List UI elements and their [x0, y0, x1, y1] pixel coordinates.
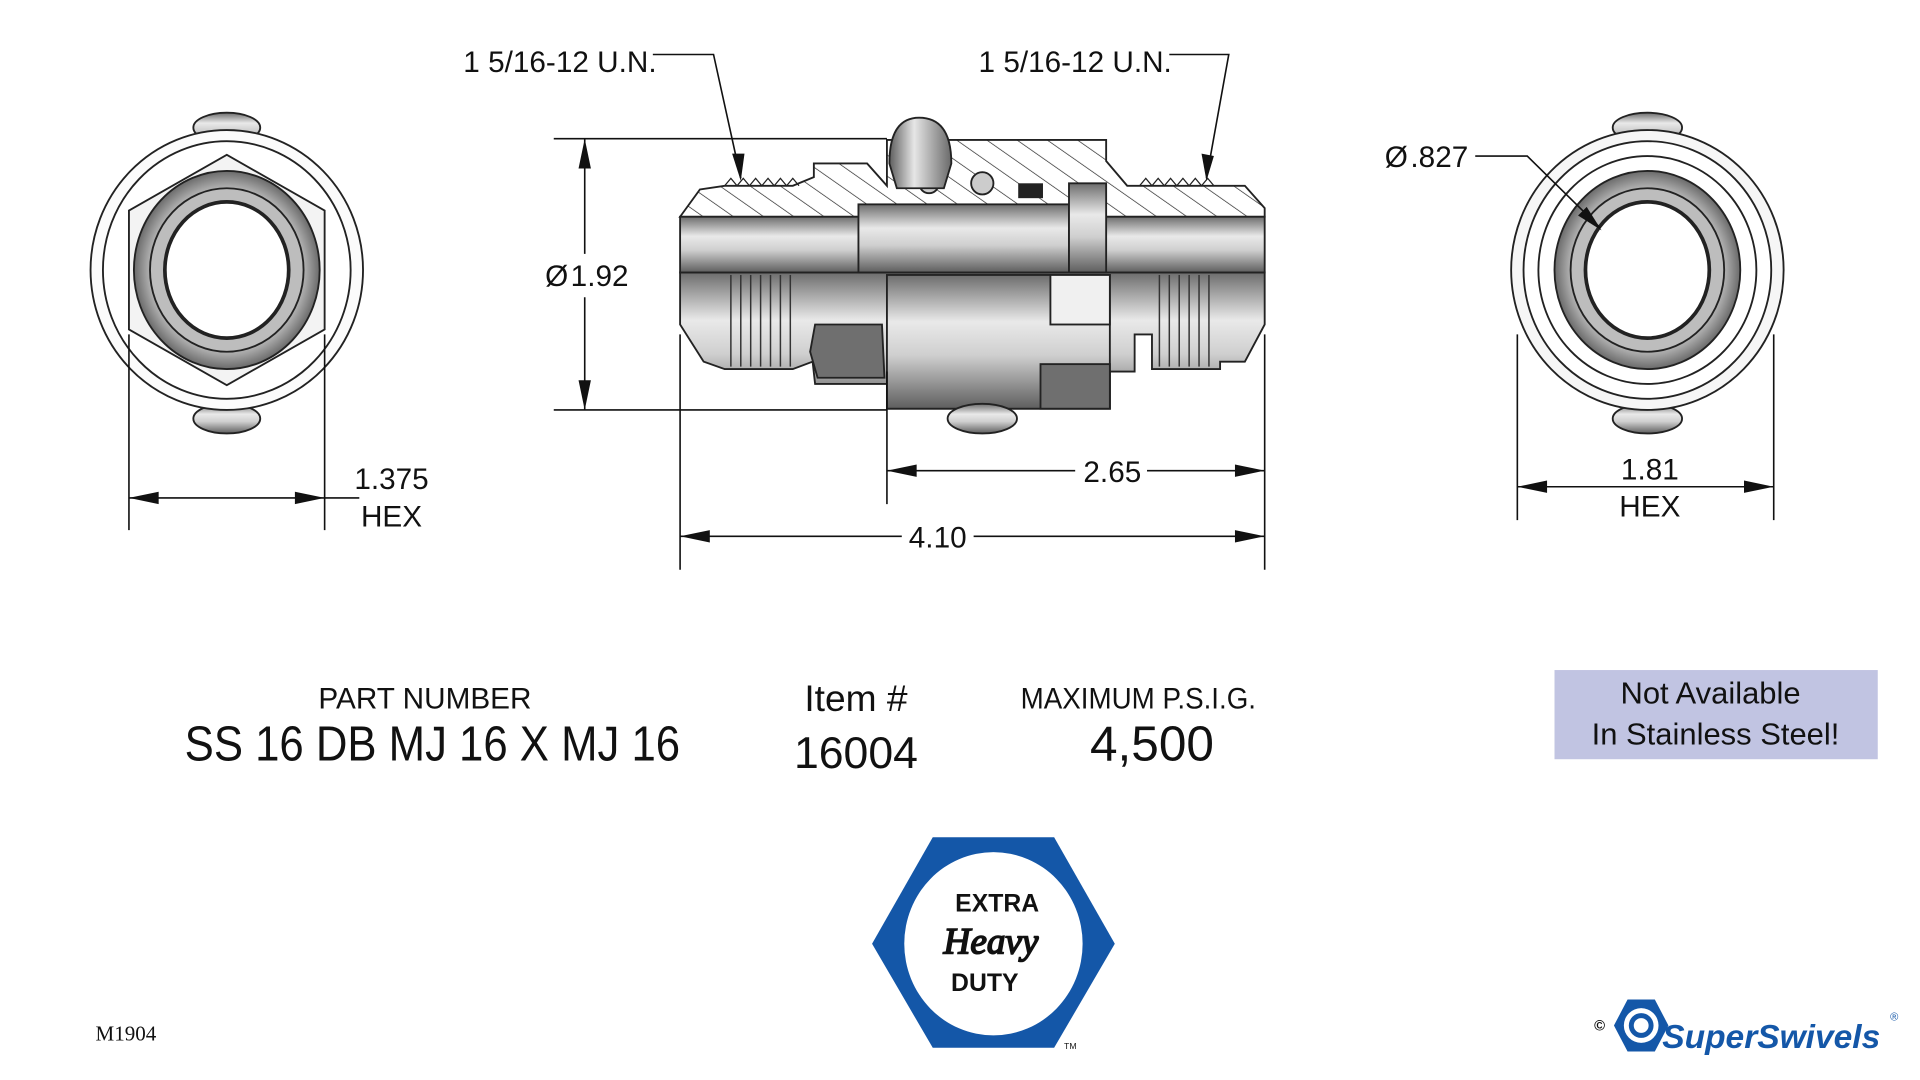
superswivels-logo: © SuperSwivels ® — [1594, 999, 1899, 1056]
right-end-view: Ø.827 1.81 HEX — [1385, 111, 1785, 523]
pressure-value: 4,500 — [1090, 716, 1214, 771]
badge-trademark: TM — [1064, 1041, 1077, 1051]
specs-block: PART NUMBER SS 16 DB MJ 16 X MJ 16 Item … — [185, 677, 1256, 778]
thread-left — [730, 274, 792, 367]
hex-left-value: 1.375 — [354, 463, 428, 496]
left-end-view: 1.375 HEX — [89, 111, 429, 533]
brand-name: SuperSwivels — [1662, 1019, 1880, 1056]
thread-right-label: 1 5/16-12 U.N. — [979, 46, 1172, 79]
item-number: 16004 — [794, 729, 918, 778]
nub-bottom — [946, 402, 1018, 435]
part-number-label: PART NUMBER — [318, 682, 531, 715]
drawing-code: M1904 — [96, 1021, 157, 1045]
copyright: © — [1594, 1018, 1605, 1034]
registered-mark: ® — [1890, 1012, 1899, 1024]
badge-line2: Heavy — [943, 922, 1039, 963]
notice-line1: Not Available — [1620, 675, 1800, 710]
hex-right-value: 1.81 — [1621, 453, 1679, 486]
grease-fitting — [888, 116, 953, 190]
thread-left-label: 1 5/16-12 U.N. — [463, 46, 656, 79]
hex-right-label: HEX — [1619, 490, 1680, 523]
pressure-label: MAXIMUM P.S.I.G. — [1021, 682, 1256, 715]
length-partial: 2.65 — [1083, 456, 1141, 489]
notice-box: Not Available In Stainless Steel! — [1554, 670, 1878, 760]
notice-line2: In Stainless Steel! — [1592, 716, 1840, 751]
extra-heavy-duty-badge: EXTRA Heavy DUTY TM — [872, 837, 1115, 1051]
thread-right — [1158, 274, 1210, 367]
badge-line3: DUTY — [951, 970, 1019, 997]
diameter-bore-label: Ø.827 — [1385, 141, 1468, 174]
item-label: Item # — [804, 677, 908, 719]
length-overall: 4.10 — [909, 521, 967, 554]
hex-left-label: HEX — [361, 500, 422, 533]
hex-nut — [809, 323, 886, 379]
part-number: SS 16 DB MJ 16 X MJ 16 — [185, 716, 680, 771]
badge-line1: EXTRA — [955, 891, 1039, 918]
